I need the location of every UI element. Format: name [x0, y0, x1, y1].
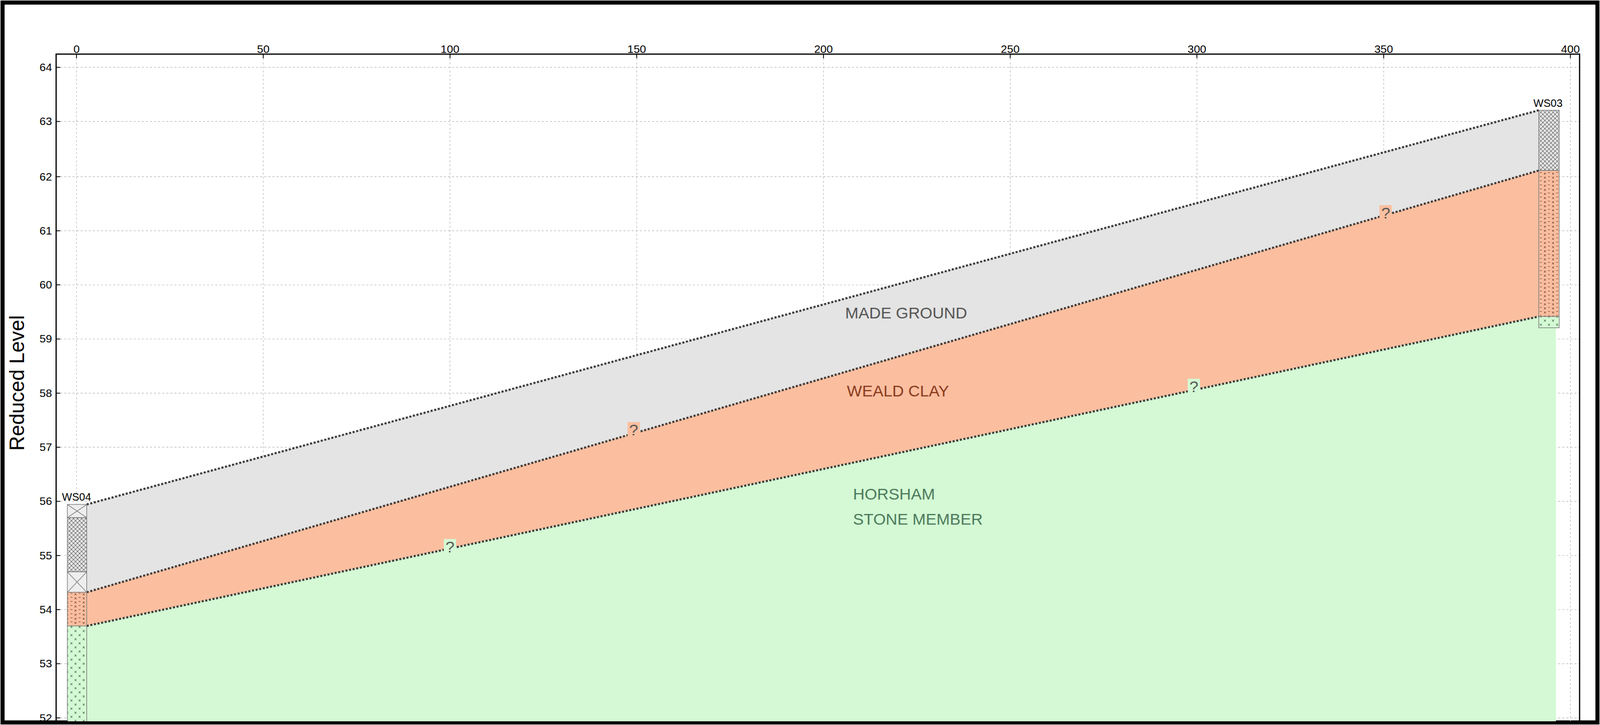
axis-tick-label: 64 — [39, 60, 52, 74]
axis-tick-label: 150 — [627, 42, 647, 56]
axis-tick-label: 56 — [39, 494, 52, 508]
axis-tick-label: 350 — [1374, 42, 1393, 56]
axis-tick-label: 100 — [440, 42, 460, 56]
borehole-log — [1538, 110, 1559, 328]
grid-lines — [56, 53, 1580, 722]
uncertainty-mark: ? — [443, 538, 457, 555]
axis-tick-label: 63 — [39, 114, 52, 128]
uncertainty-mark: ? — [1379, 205, 1392, 222]
axis-tick-label: 250 — [1000, 42, 1020, 56]
axis-tick-label: 300 — [1187, 42, 1207, 56]
axis-tick-label: 57 — [39, 440, 52, 454]
axis-tick-label: 52 — [39, 711, 52, 725]
band-fill — [86, 316, 1556, 722]
axis-tick-label: 59 — [39, 332, 52, 345]
axis-title: Reduced Level — [5, 315, 30, 451]
borehole-name: WS03 — [1533, 97, 1563, 110]
axis-tick-label: 58 — [39, 386, 52, 400]
axis-tick-label: 0 — [73, 42, 80, 56]
stratum-label: MADE GROUND — [845, 303, 968, 323]
stratum-label: WEALD CLAY — [846, 381, 949, 401]
axis-tick-label: 62 — [39, 170, 52, 184]
axis-tick-label: 53 — [39, 656, 52, 670]
axis-tick-label: 60 — [39, 278, 52, 292]
axis-tick-label: 50 — [256, 42, 270, 56]
stratum-boundary — [86, 110, 1539, 626]
borehole-log — [67, 504, 87, 722]
uncertainty-mark: ? — [627, 421, 640, 438]
axis-tick-label: 55 — [39, 548, 52, 562]
axis-tick-label: 200 — [813, 42, 833, 56]
borehole-name: WS04 — [61, 490, 91, 504]
uncertainty-mark: ? — [1187, 378, 1200, 395]
axis-tick-label: 61 — [39, 224, 52, 238]
stratum-label: HORSHAM STONE MEMBER — [852, 481, 990, 532]
horsham-stone-band: HORSHAM STONE MEMBER — [86, 316, 1556, 722]
axis-tick-label: 400 — [1561, 42, 1580, 56]
axis-tick-label: 54 — [39, 602, 52, 616]
band-shape — [86, 316, 1556, 722]
